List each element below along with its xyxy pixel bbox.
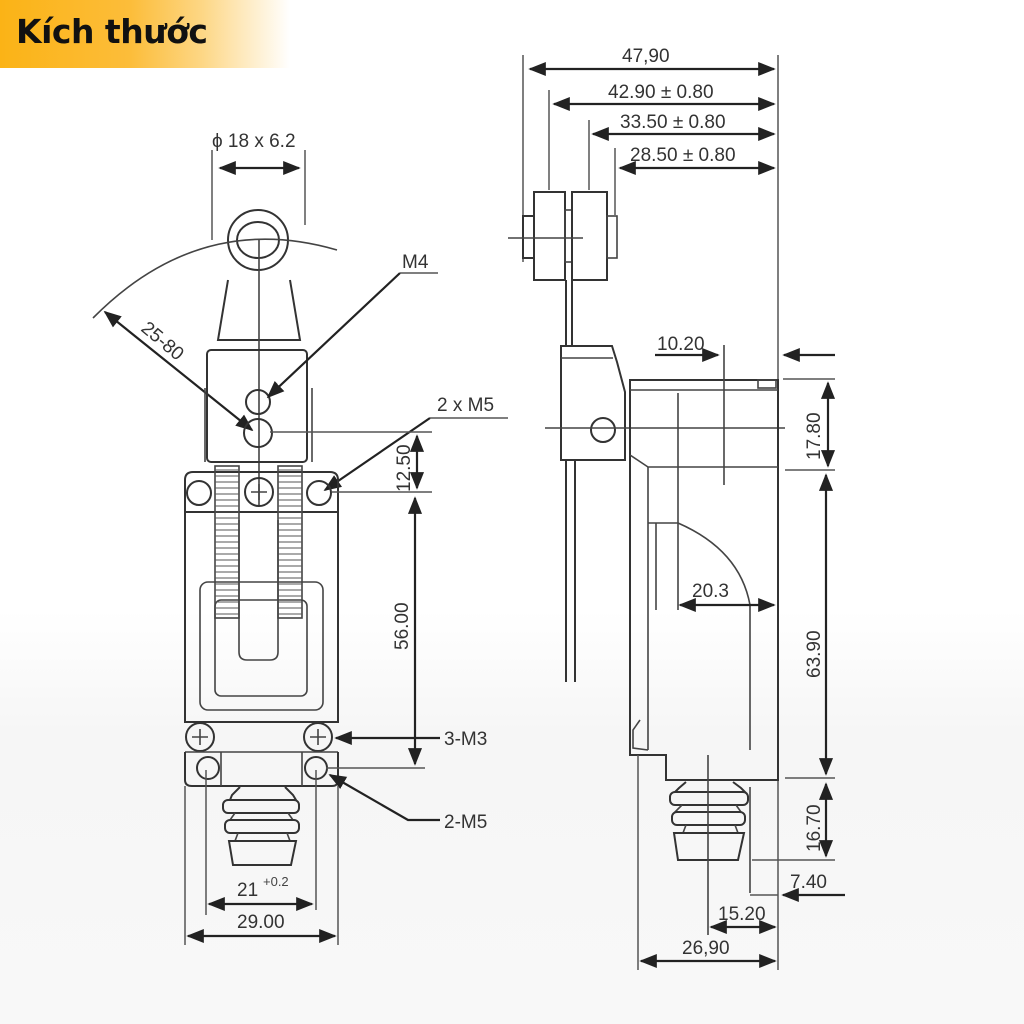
dim-28-50: 28.50 ± 0.80 [630,145,736,166]
roller-diameter-label: ϕ 18 x 6.2 [212,131,296,152]
dim-16-70: 16.70 [804,804,825,852]
dim-15-20: 15.20 [718,904,766,925]
dim-7-40: 7.40 [790,872,827,893]
switch-body-side [629,379,779,781]
actuator-head-side [560,345,626,461]
mount-hole-m5 [306,480,332,506]
screw-2xm5-label: 2 x M5 [437,395,494,416]
side-view: 47,90 42.90 ± 0.80 33.50 ± 0.80 28.50 ± … [508,46,845,970]
title-banner: Kích thước [0,0,290,68]
screw-3m3-label: 3-M3 [444,729,487,750]
dim-21-tolerance: +0.2 [263,874,289,889]
dim-12-50: 12.50 [394,444,415,492]
cover-screw-m3 [303,722,333,752]
screw-m4-label: M4 [402,252,429,273]
switch-body [184,511,339,723]
dim-29-00: 29.00 [237,912,285,933]
plunger-boot [222,786,300,866]
dim-26-90: 26,90 [682,938,730,959]
dim-33-50: 33.50 ± 0.80 [620,112,726,133]
dim-56-00: 56.00 [392,602,413,650]
dim-17-80: 17.80 [804,412,825,460]
actuator-head [206,349,308,463]
screw-2m5-label: 2-M5 [444,812,487,833]
dim-21: 21 [237,880,258,901]
dim-47-90: 47,90 [622,46,670,67]
dim-20-3: 20.3 [692,581,729,602]
dim-42-90: 42.90 ± 0.80 [608,82,714,103]
page-title: Kích thước [16,12,208,51]
dim-63-90: 63.90 [804,630,825,678]
plunger-boot-side [669,781,749,861]
dim-10-20: 10.20 [657,334,705,355]
front-view: ϕ 18 x 6.2 25-80 M4 2 x M5 [92,131,508,945]
roller-side [533,191,566,281]
background-lower [0,610,1024,1024]
